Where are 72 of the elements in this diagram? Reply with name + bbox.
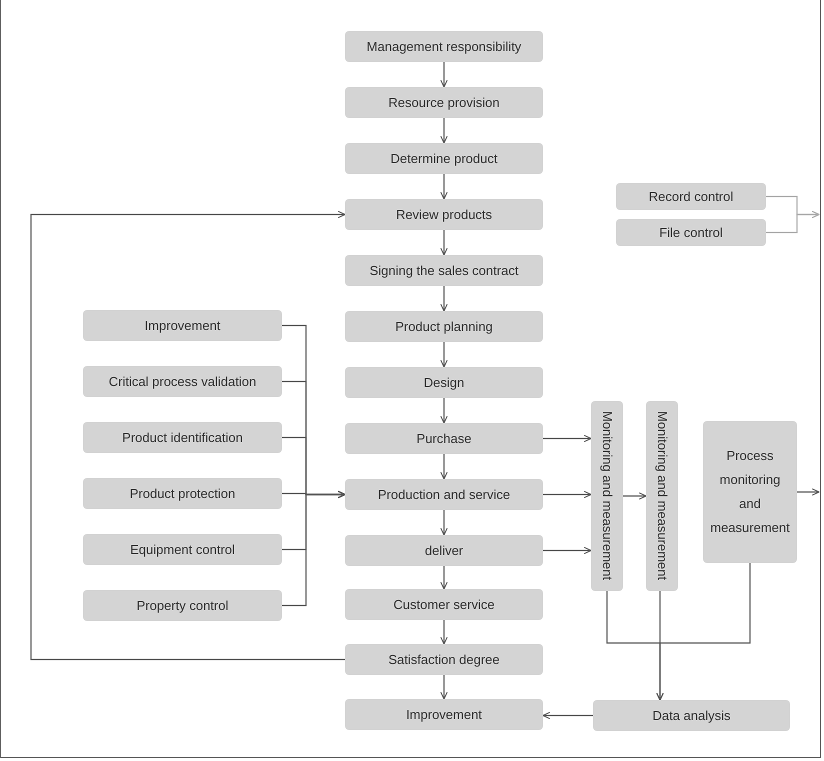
arrow [440, 398, 448, 424]
arrow [543, 490, 592, 498]
process-box [646, 401, 678, 591]
arrow [440, 62, 448, 88]
process-box [83, 422, 282, 453]
box-label: Signing the sales contract [370, 262, 518, 278]
arrow [797, 488, 820, 496]
process-box [83, 534, 282, 565]
process-box [345, 699, 543, 730]
box-label: Data analysis [652, 708, 731, 724]
box-label: Design [424, 374, 464, 390]
box-label: Resource provision [388, 94, 500, 110]
arrow [542, 712, 593, 720]
process-box [345, 644, 543, 675]
arrow [543, 546, 592, 554]
arrow [440, 118, 448, 144]
box-label: Product protection [130, 486, 236, 502]
box-label: Customer service [393, 596, 495, 612]
process-box [345, 479, 543, 510]
box-label: Monitoring and measurement [654, 411, 670, 581]
arrow [440, 454, 448, 480]
arrow [440, 230, 448, 256]
box-label: Record control [648, 188, 734, 204]
process-box [83, 310, 282, 341]
process-box [703, 421, 797, 563]
process-box [616, 219, 766, 246]
arrow [623, 492, 647, 500]
process-box [591, 401, 623, 591]
arrow [440, 510, 448, 536]
box-label: Process monitoring and measurement [709, 447, 791, 537]
box-label: File control [659, 224, 723, 240]
box-label: Improvement [144, 318, 220, 334]
process-box [345, 199, 543, 230]
process-box [345, 31, 543, 62]
box-label: Purchase [416, 430, 472, 446]
arrow [656, 563, 751, 701]
process-box [345, 367, 543, 398]
arrow [440, 286, 448, 312]
process-box [345, 311, 543, 342]
arrow [440, 342, 448, 368]
process-box [593, 700, 790, 731]
box-label: Satisfaction degree [388, 652, 500, 668]
process-box [616, 183, 766, 210]
process-box [345, 87, 543, 118]
box-label: Critical process validation [108, 374, 256, 390]
arrow [543, 434, 592, 442]
box-label: Management responsibility [366, 38, 522, 54]
process-box [345, 535, 543, 566]
process-box [83, 366, 282, 397]
box-label: Production and service [378, 486, 510, 502]
process-box [345, 423, 543, 454]
box-label: Property control [136, 598, 228, 614]
box-label: Improvement [406, 706, 482, 722]
process-box [345, 143, 543, 174]
arrow [440, 566, 448, 590]
box-label: Equipment control [130, 542, 235, 558]
box-label: Monitoring and measurement [599, 411, 615, 581]
arrow [440, 620, 448, 645]
arrow [282, 490, 346, 606]
box-label: deliver [424, 542, 464, 558]
arrow [440, 675, 448, 700]
arrow [766, 210, 820, 234]
box-label: Review products [396, 206, 492, 222]
process-box [345, 589, 543, 620]
process-box [83, 590, 282, 621]
box-label: Product identification [122, 430, 243, 446]
box-label: Determine product [390, 150, 498, 166]
process-box [345, 255, 543, 286]
arrow [440, 174, 448, 200]
process-box [83, 478, 282, 509]
arrow [30, 210, 346, 660]
box-label: Product planning [395, 318, 493, 334]
